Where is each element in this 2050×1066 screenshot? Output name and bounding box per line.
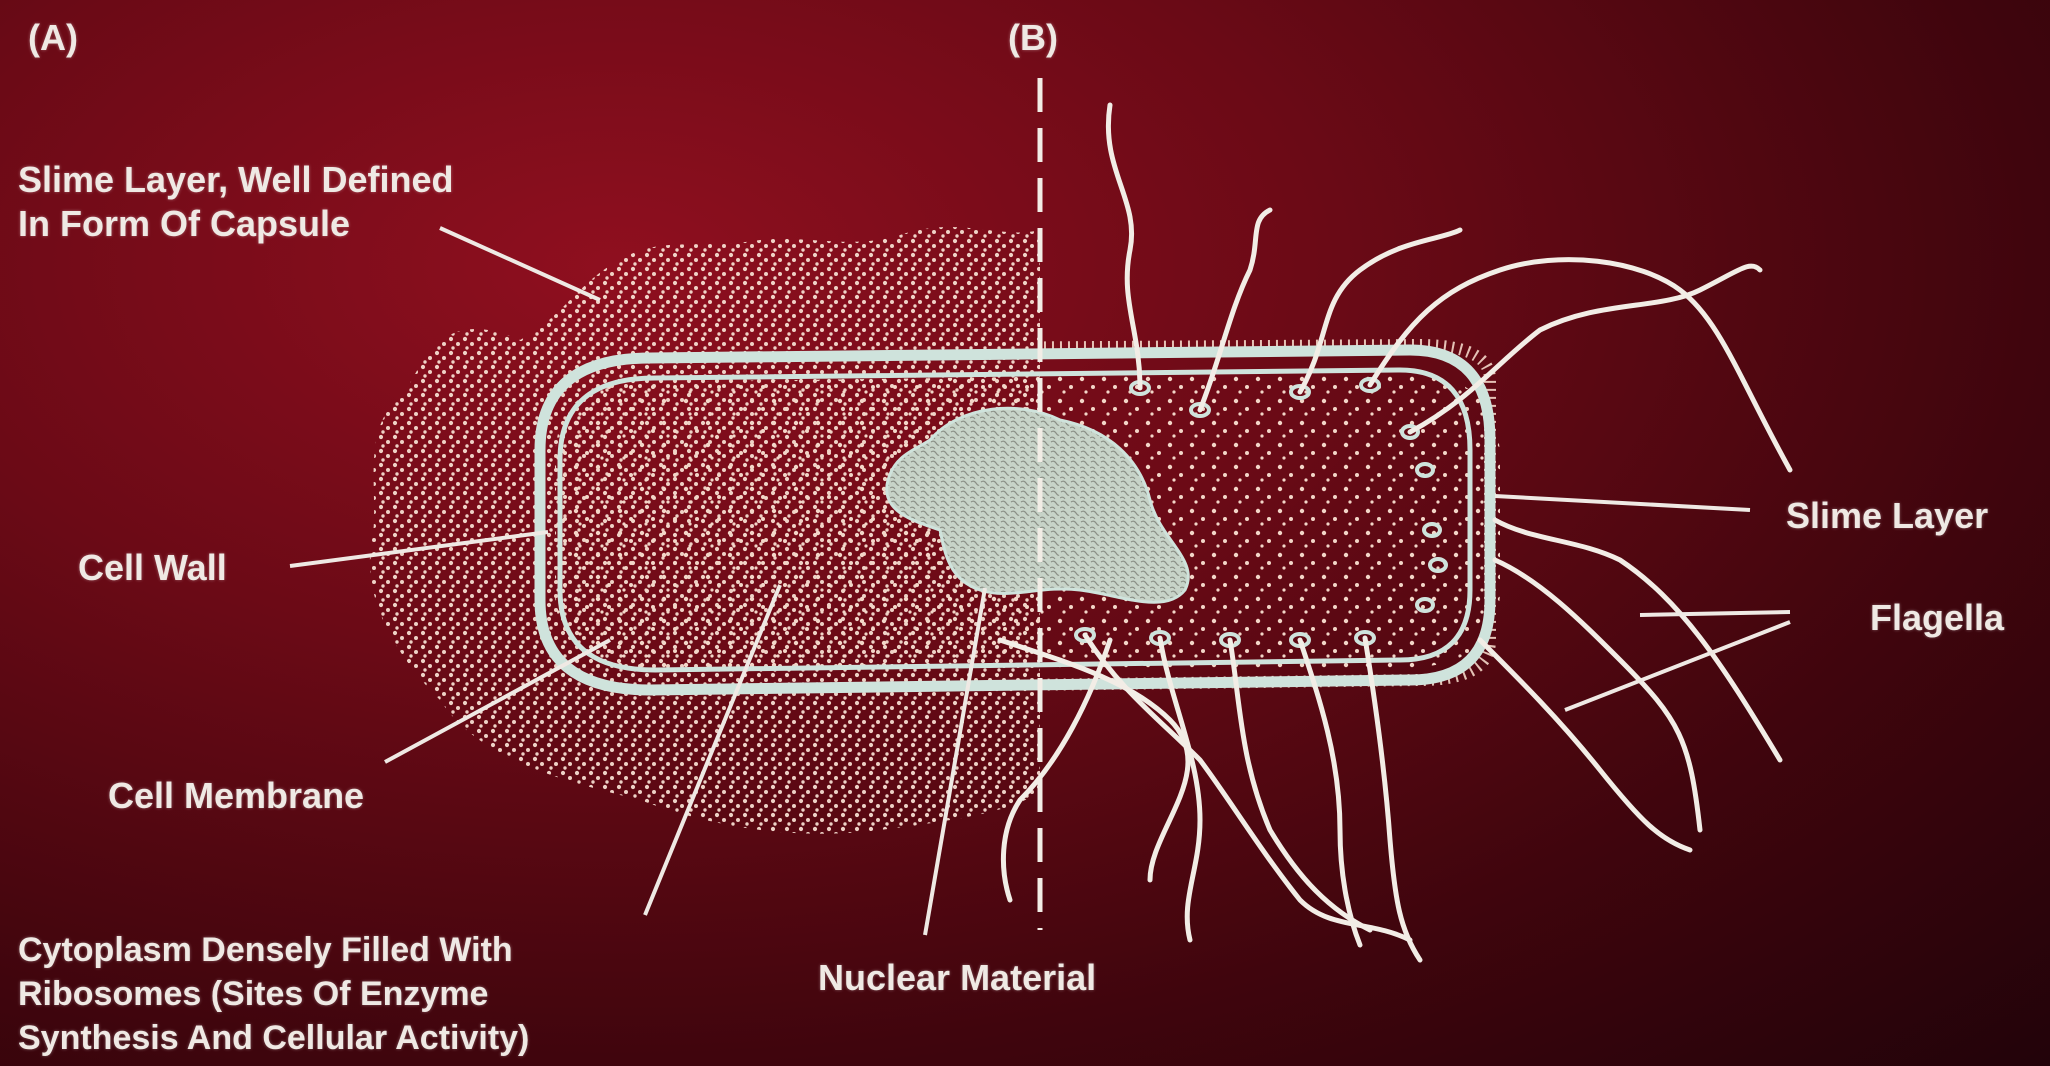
label-slime-layer: Slime Layer	[1786, 496, 1988, 536]
leader-capsule	[440, 228, 600, 300]
leader-flagella-1	[1640, 612, 1790, 615]
leader-flagella-2	[1565, 622, 1790, 710]
label-cytoplasm-line3: Synthesis And Cellular Activity)	[18, 1018, 529, 1058]
leader-slime-layer	[1495, 496, 1750, 510]
label-flagella: Flagella	[1870, 598, 2004, 638]
label-nuclear-material: Nuclear Material	[818, 958, 1096, 998]
panel-a-label: (A)	[28, 18, 78, 58]
panel-b-label: (B)	[1008, 18, 1058, 58]
label-capsule-line1: Slime Layer, Well Defined	[18, 160, 454, 200]
label-cell-membrane: Cell Membrane	[108, 776, 364, 816]
label-cytoplasm-line2: Ribosomes (Sites Of Enzyme	[18, 974, 488, 1014]
label-cytoplasm-line1: Cytoplasm Densely Filled With	[18, 930, 513, 970]
label-capsule-line2: In Form Of Capsule	[18, 204, 350, 244]
label-cell-wall: Cell Wall	[78, 548, 227, 588]
